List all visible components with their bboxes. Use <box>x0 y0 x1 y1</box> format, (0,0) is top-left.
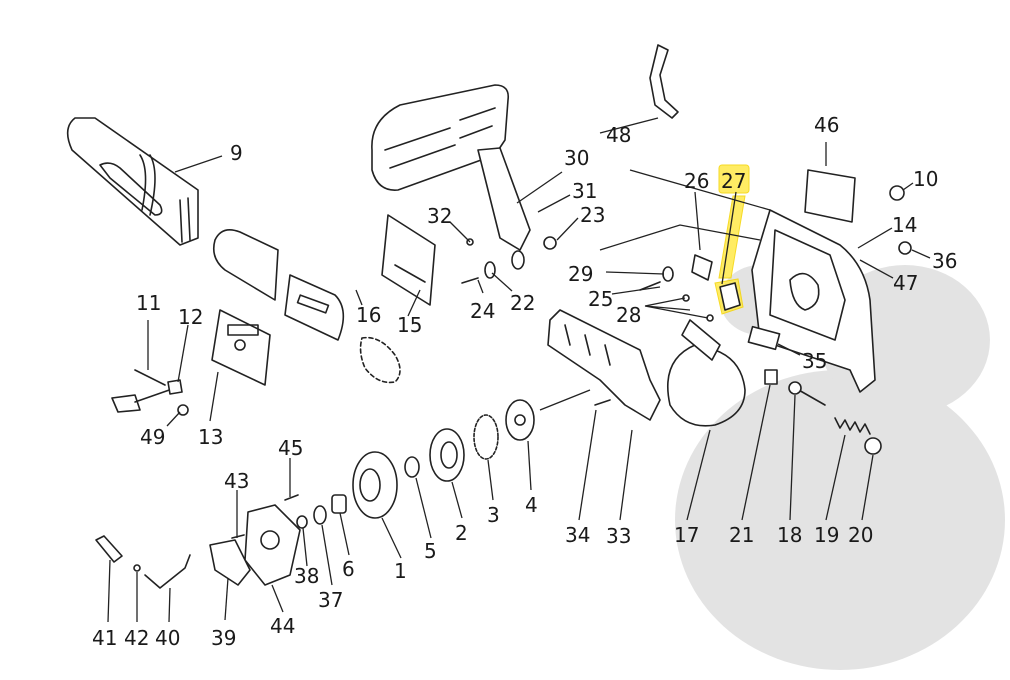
leader-lines <box>107 117 931 623</box>
label-21: 21 <box>729 523 754 547</box>
label-48: 48 <box>606 123 631 147</box>
label-26: 26 <box>684 169 709 193</box>
label-28: 28 <box>616 303 641 327</box>
label-47: 47 <box>893 271 918 295</box>
part-48-bracket <box>649 44 679 119</box>
label-6: 6 <box>342 557 355 581</box>
label-9: 9 <box>230 141 243 165</box>
part-37-washer <box>313 505 327 525</box>
part-6-bearing <box>331 494 347 514</box>
part-46-gasket <box>804 169 856 223</box>
label-22: 22 <box>510 291 535 315</box>
part-36-screw <box>898 241 912 255</box>
part-42-clip <box>133 564 141 572</box>
label-41: 41 <box>92 626 117 650</box>
part-23-screw <box>543 236 557 250</box>
label-11: 11 <box>136 291 161 315</box>
label-14: 14 <box>892 213 917 237</box>
label-4: 4 <box>525 493 538 517</box>
label-49: 49 <box>140 425 165 449</box>
label-31: 31 <box>572 179 597 203</box>
label-32: 32 <box>427 204 452 228</box>
label-35: 35 <box>802 349 827 373</box>
label-18: 18 <box>777 523 802 547</box>
part-19-spring <box>834 417 871 435</box>
part-38-washer <box>296 515 308 529</box>
part-45-screw <box>284 494 299 501</box>
label-27: 27 <box>721 169 746 193</box>
label-45: 45 <box>278 436 303 460</box>
guide-bar <box>212 229 279 301</box>
label-23: 23 <box>580 203 605 227</box>
label-37: 37 <box>318 588 343 612</box>
chain-loop <box>359 336 401 384</box>
label-25: 25 <box>588 287 613 311</box>
part-22-washer <box>484 250 525 279</box>
part-26-spring <box>691 254 713 281</box>
part-labels: 9 30 31 48 46 10 26 27 14 36 47 32 23 29… <box>92 113 957 650</box>
part-21-clip <box>764 369 778 385</box>
part-39-pump-body <box>209 539 251 586</box>
label-38: 38 <box>294 564 319 588</box>
part-34-screw <box>594 399 611 406</box>
part-24-screw <box>461 277 479 284</box>
label-19: 19 <box>814 523 839 547</box>
part-13-bar-plate <box>211 309 271 386</box>
part-10-nut <box>889 185 905 201</box>
part-1-clutch-drum <box>352 451 398 519</box>
part-9-bar-cover <box>66 117 199 246</box>
part-27-link <box>719 282 741 311</box>
label-46: 46 <box>814 113 839 137</box>
label-42: 42 <box>124 626 149 650</box>
label-29: 29 <box>568 262 593 286</box>
label-3: 3 <box>487 503 500 527</box>
label-39: 39 <box>211 626 236 650</box>
part-18-rod <box>788 381 826 406</box>
label-24: 24 <box>470 299 495 323</box>
label-30: 30 <box>564 146 589 170</box>
label-43: 43 <box>224 469 249 493</box>
label-33: 33 <box>606 524 631 548</box>
label-20: 20 <box>848 523 873 547</box>
part-35-block <box>747 325 781 351</box>
part-28-pins <box>682 294 714 322</box>
part-25-pin <box>639 281 661 291</box>
part-32-clip <box>466 238 474 246</box>
part-20-cap <box>864 437 882 455</box>
part-2-clutch-shoes <box>429 428 465 482</box>
label-15: 15 <box>397 313 422 337</box>
label-40: 40 <box>155 626 180 650</box>
part-44-oil-pump <box>244 504 301 586</box>
part-30-hand-guard <box>371 84 531 251</box>
label-13: 13 <box>198 425 223 449</box>
part-12-nut <box>167 379 183 395</box>
part-5-washer <box>404 456 420 478</box>
label-5: 5 <box>424 539 437 563</box>
part-29-washer <box>662 266 674 282</box>
label-36: 36 <box>932 249 957 273</box>
label-16: 16 <box>356 303 381 327</box>
label-44: 44 <box>270 614 295 638</box>
part-3-spring-ring <box>473 414 499 460</box>
label-2: 2 <box>455 521 468 545</box>
part-41-filter <box>95 535 123 563</box>
part-16-bar-nose <box>284 274 345 341</box>
part-4-clutch-hub <box>505 399 535 441</box>
part-17-brake-band <box>666 319 746 427</box>
label-1: 1 <box>394 559 407 583</box>
part-33-brake-lever <box>547 309 661 421</box>
label-10: 10 <box>913 167 938 191</box>
label-34: 34 <box>565 523 590 547</box>
part-15-plate <box>381 214 436 306</box>
label-17: 17 <box>674 523 699 547</box>
part-43-screw <box>231 534 245 539</box>
part-49-nut <box>177 404 189 416</box>
part-11-bolt <box>111 369 176 413</box>
part-40-oil-line <box>144 554 191 589</box>
label-12: 12 <box>178 305 203 329</box>
